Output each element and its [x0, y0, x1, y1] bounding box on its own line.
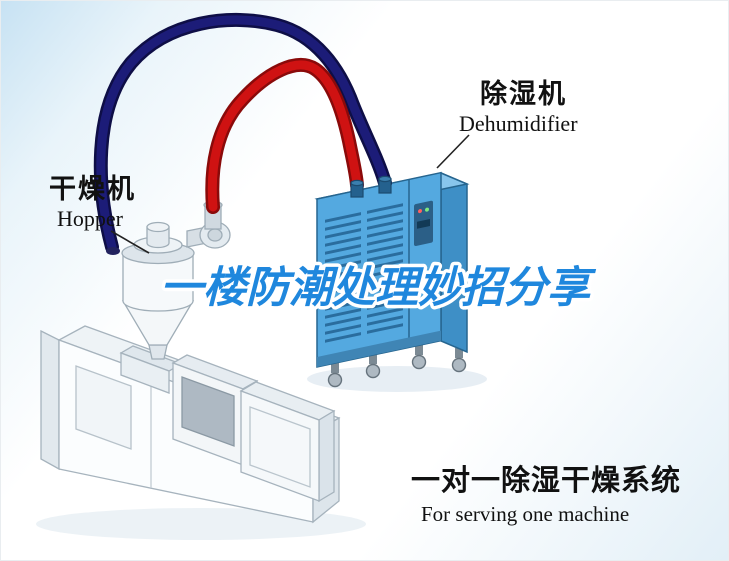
- cabinet-side-face: [440, 171, 468, 354]
- extruder-machine: [40, 325, 341, 524]
- door-handle: [410, 264, 414, 290]
- navy-hose: [93, 13, 392, 255]
- dehumidifier-pointer-line: [436, 134, 470, 169]
- hopper-label-cn: 干燥机: [49, 174, 136, 204]
- hopper-pointer-line: [110, 230, 150, 254]
- caster-wheels: [327, 345, 467, 388]
- extruder-barrel-unit: [239, 381, 336, 503]
- hopper-label-en: Hopper: [57, 206, 124, 231]
- dehumidifier-cabinet: [314, 171, 470, 388]
- caption-en: For serving one machine: [421, 502, 629, 526]
- watermark-title: 一楼防潮处理妙招分享: [160, 264, 597, 312]
- kick-plate: [317, 330, 441, 367]
- dehumidifier-shadow: [307, 366, 487, 392]
- extruder-gearbox: [171, 354, 259, 467]
- hopper-dryer: [121, 200, 231, 360]
- hose-ports: [350, 175, 392, 198]
- red-hose: [205, 58, 364, 214]
- dehumidifier-label-en: Dehumidifier: [459, 111, 578, 136]
- extruder-door-panel: [75, 365, 132, 450]
- control-panel: [414, 200, 433, 247]
- caption-cn: 一对一除湿干燥系统: [411, 463, 681, 497]
- vent-louvers: [325, 203, 403, 343]
- dehumidifier-label-cn: 除湿机: [480, 78, 567, 109]
- hopper-body: [122, 254, 194, 312]
